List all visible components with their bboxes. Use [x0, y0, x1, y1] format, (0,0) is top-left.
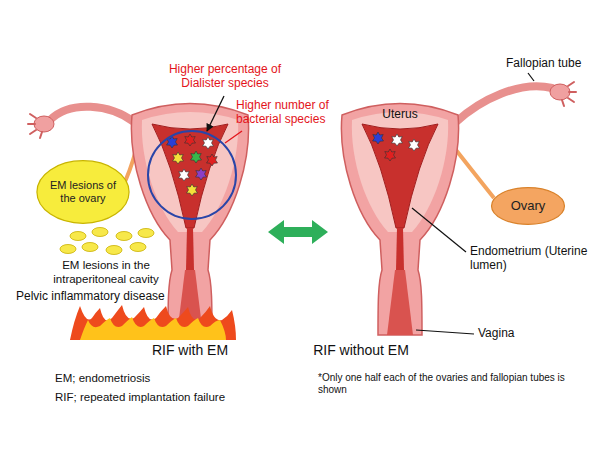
left-fallopian-tube — [28, 107, 134, 138]
comparison-arrow — [268, 220, 328, 244]
bacteria-few — [409, 139, 420, 151]
left-fallopian-tube — [34, 116, 54, 132]
inflammation-flames — [70, 305, 236, 340]
right-fallopian-tube — [550, 84, 570, 100]
inflammation-flames — [70, 305, 236, 340]
bacteria-few — [392, 134, 403, 146]
bacteria-cluster — [203, 137, 214, 149]
ellipse-shape — [37, 161, 129, 224]
bacteria-cluster — [187, 184, 198, 196]
ellipse-shape — [492, 188, 565, 225]
peritoneal-lesions — [106, 246, 122, 255]
peritoneal-lesions — [138, 229, 154, 238]
peritoneal-lesions — [60, 228, 154, 255]
right-fallopian-tube — [456, 86, 552, 122]
abbreviation-note: RIF; repeated implantation failure — [55, 391, 225, 405]
right-fallopian-tube — [562, 82, 576, 106]
part-label: Endometrium (Uterine lumen) — [470, 244, 594, 273]
bacteria-few — [385, 149, 396, 161]
part-label: Fallopian tube — [506, 56, 581, 70]
bacteria-few — [373, 132, 384, 144]
bacteria-cluster — [173, 152, 184, 164]
disease-label: Pelvic inflammatory disease — [16, 289, 165, 303]
bacteria-cluster — [167, 134, 218, 196]
bacteria-few — [373, 132, 420, 161]
finding-label: Higher percentage of Dialister species — [160, 62, 290, 91]
node-text: Ovary — [511, 199, 546, 214]
ovarian-ligament — [456, 150, 494, 198]
peritoneal-lesions — [82, 243, 98, 252]
group-label: RIF with EM — [152, 342, 228, 359]
abbreviation-note: EM; endometriosis — [55, 372, 150, 386]
bacteria-cluster — [207, 154, 218, 166]
bacteria-cluster — [191, 151, 202, 163]
left-fallopian-tube — [28, 114, 42, 138]
ovary-lesion-ellipse: EM lesions of the ovary — [35, 158, 131, 226]
bacteria-cluster — [196, 168, 207, 180]
peritoneal-lesions — [60, 245, 76, 254]
peritoneal-lesions — [70, 232, 86, 241]
peritoneal-lesions — [116, 232, 132, 241]
leader-line — [412, 208, 466, 252]
part-label: Uterus — [382, 107, 417, 121]
inflammation-flames — [80, 317, 226, 340]
bacteria-cluster — [179, 169, 190, 181]
group-label: RIF without EM — [313, 342, 409, 359]
ovary-ellipse: Ovary — [490, 186, 566, 226]
leader-arrow — [207, 96, 224, 131]
finding-label: Higher number of bacterial species — [236, 98, 340, 127]
footnote: *Only one half each of the ovaries and f… — [318, 372, 594, 396]
part-label: Vagina — [478, 326, 514, 340]
left-fallopian-tube — [50, 107, 134, 122]
bacteria-cluster — [185, 134, 196, 146]
highlight-circle — [148, 131, 236, 219]
peritoneal-lesions — [130, 243, 146, 252]
peritoneal-lesions — [92, 228, 108, 237]
uterus-without-em — [341, 104, 458, 336]
leader-line — [225, 131, 242, 143]
leader-line — [416, 330, 474, 334]
right-fallopian-tube — [456, 82, 576, 122]
node-text: EM lesions of the ovary — [50, 179, 117, 204]
leader-line — [528, 73, 534, 81]
lesion-label: EM lesions in the intraperitoneal cavity — [46, 259, 166, 287]
